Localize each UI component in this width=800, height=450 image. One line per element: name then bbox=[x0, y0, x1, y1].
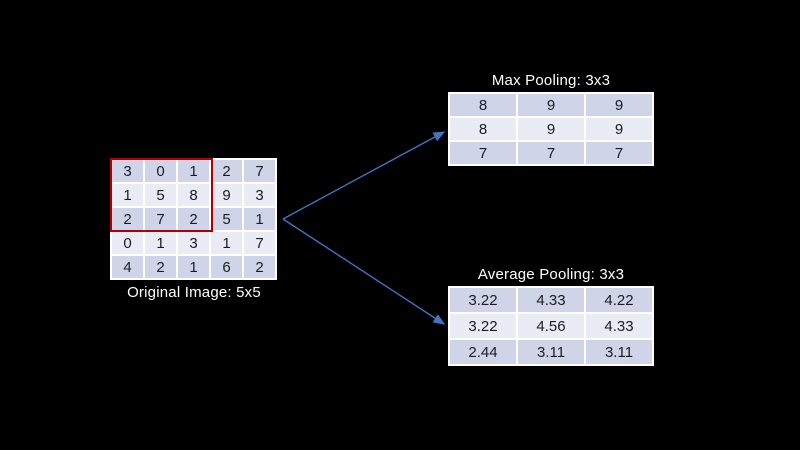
table-cell: 9 bbox=[586, 118, 652, 140]
table-cell: 3 bbox=[178, 232, 209, 254]
table-cell: 2.44 bbox=[450, 340, 516, 364]
table-cell: 8 bbox=[450, 94, 516, 116]
original-image-label: Original Image: 5x5 bbox=[127, 284, 261, 301]
table-cell: 9 bbox=[518, 118, 584, 140]
table-cell: 4.33 bbox=[518, 288, 584, 312]
table-cell: 2 bbox=[178, 208, 209, 230]
table-cell: 7 bbox=[586, 142, 652, 164]
table-cell: 2 bbox=[145, 256, 176, 278]
table-cell: 9 bbox=[211, 184, 242, 206]
table-cell: 3.11 bbox=[586, 340, 652, 364]
table-cell: 8 bbox=[178, 184, 209, 206]
table-cell: 6 bbox=[211, 256, 242, 278]
table-cell: 4.22 bbox=[586, 288, 652, 312]
table-cell: 7 bbox=[518, 142, 584, 164]
table-cell: 8 bbox=[450, 118, 516, 140]
max-pooling-title: Max Pooling: 3x3 bbox=[491, 72, 611, 89]
table-cell: 5 bbox=[211, 208, 242, 230]
table-cell: 7 bbox=[244, 232, 275, 254]
table-cell: 0 bbox=[145, 160, 176, 182]
table-cell: 1 bbox=[211, 232, 242, 254]
table-cell: 0 bbox=[112, 232, 143, 254]
table-cell: 7 bbox=[450, 142, 516, 164]
table-cell: 3.11 bbox=[518, 340, 584, 364]
table-cell: 4.33 bbox=[586, 314, 652, 338]
table-cell: 2 bbox=[211, 160, 242, 182]
table-cell: 3 bbox=[112, 160, 143, 182]
table-cell: 5 bbox=[145, 184, 176, 206]
table-cell: 1 bbox=[178, 160, 209, 182]
average-pooling-title: Average Pooling: 3x3 bbox=[477, 266, 625, 283]
table-cell: 7 bbox=[145, 208, 176, 230]
table-cell: 1 bbox=[112, 184, 143, 206]
table-cell: 9 bbox=[586, 94, 652, 116]
table-cell: 7 bbox=[244, 160, 275, 182]
arrow-to-max-pooling bbox=[282, 131, 446, 220]
table-cell: 4 bbox=[112, 256, 143, 278]
table-cell: 9 bbox=[518, 94, 584, 116]
table-cell: 1 bbox=[178, 256, 209, 278]
table-cell: 4.56 bbox=[518, 314, 584, 338]
table-cell: 3 bbox=[244, 184, 275, 206]
table-cell: 3.22 bbox=[450, 314, 516, 338]
table-cell: 1 bbox=[145, 232, 176, 254]
table-cell: 3.22 bbox=[450, 288, 516, 312]
table-cell: 2 bbox=[244, 256, 275, 278]
table-cell: 1 bbox=[244, 208, 275, 230]
table-cell: 2 bbox=[112, 208, 143, 230]
arrow-to-average-pooling bbox=[282, 218, 446, 325]
